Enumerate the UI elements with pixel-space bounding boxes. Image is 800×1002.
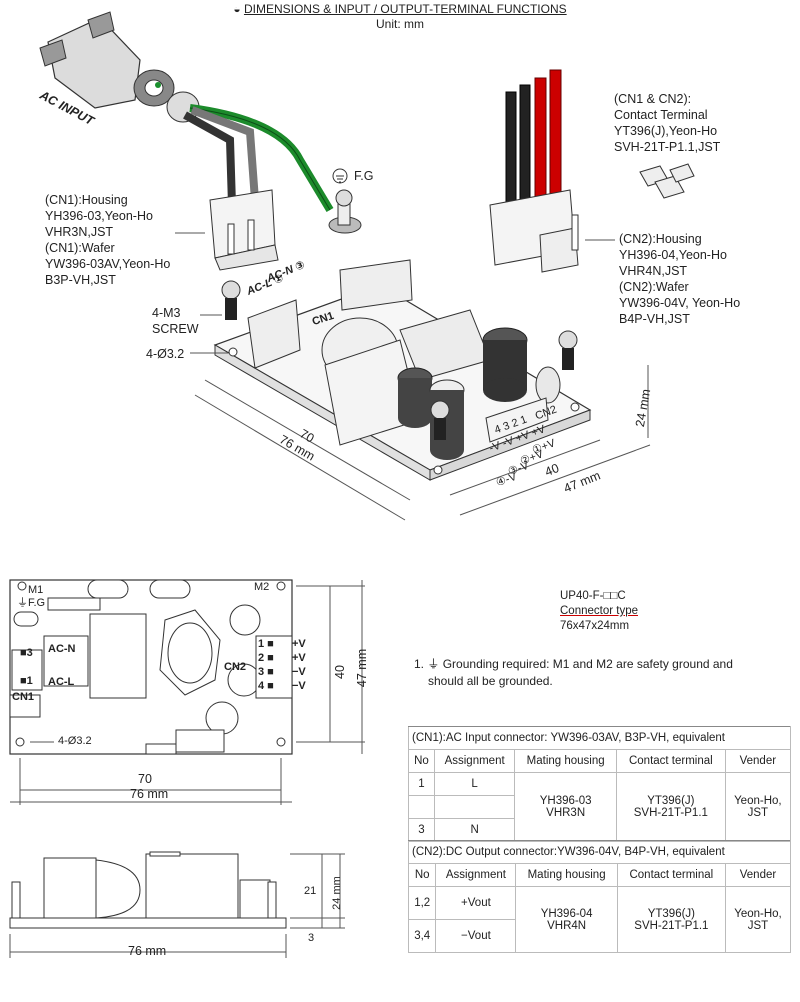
side-dim-76: 76 mm: [128, 944, 167, 958]
model-notes: UP40-F-□□C Connector type 76x47x24mm: [560, 589, 638, 634]
table-row: 3,4 −Vout: [407, 919, 791, 953]
page-header: ◒ DIMENSIONS & INPUT / OUTPUT-TERMINAL F…: [0, 2, 800, 31]
table-row: [408, 795, 791, 819]
top-dim-40: 40: [332, 665, 347, 679]
ground-icon: ⏚: [17, 597, 28, 609]
top-fg-label: F.G: [28, 597, 46, 609]
unit-label: Unit: mm: [376, 17, 424, 31]
m1-label: M1: [28, 584, 44, 596]
cn2-col-terminal: Contact terminal: [616, 863, 726, 887]
size-label: 76x47x24mm: [560, 620, 630, 632]
ac-plug-icon: [39, 11, 200, 123]
contact-terminal-icon: [639, 163, 695, 199]
side-dim-24: 24 mm: [330, 876, 343, 910]
top-dim-47: 47 mm: [355, 648, 370, 688]
cn1-spec-block: (CN1):Housing YH396-03,Yeon-Ho VHR3N,JST…: [45, 193, 171, 287]
cn2-col-housing: Mating housing: [515, 863, 618, 887]
cn2-col-assign: Assignment: [435, 863, 517, 887]
cn1-col-vender: Vender: [724, 749, 792, 773]
top-pin1-label: ■1: [20, 675, 33, 687]
top-ac-n-label: AC-N: [48, 643, 76, 655]
disc-icon: ◒: [233, 2, 241, 16]
cn1-col-no: No: [408, 749, 435, 773]
pcb-board-icon: [213, 259, 592, 481]
fg-terminal-icon: [328, 168, 362, 234]
iso-hole-label: 4-Ø3.2: [146, 347, 185, 361]
cn2-col-vender: Vender: [724, 863, 792, 887]
cn2-housing-icon: [489, 69, 579, 273]
cn2-table-title: (CN2):DC Output connector:YW396-04V, B4P…: [408, 840, 791, 864]
top-ac-l-label: AC-L: [48, 676, 75, 688]
side-view: [9, 851, 345, 958]
cn1-table-title: (CN1):AC Input connector: YW396-03AV, B3…: [408, 726, 791, 750]
connector-type-label: Connector type: [560, 605, 638, 617]
cn2-table: (CN2):DC Output connector:YW396-04V, B4P…: [407, 840, 792, 953]
m2-label: M2: [254, 581, 270, 593]
page-title: DIMENSIONS & INPUT / OUTPUT-TERMINAL FUN…: [243, 2, 567, 16]
cn1-col-terminal: Contact terminal: [616, 749, 726, 773]
grounding-note: 1. ⏚ Grounding required: M1 and M2 are s…: [414, 657, 733, 688]
contact-terminal-block: (CN1 & CN2): Contact Terminal YT396(J),Y…: [614, 92, 721, 154]
ground-icon: ⏚: [427, 657, 440, 671]
side-dim-3: 3: [308, 932, 315, 944]
top-pin3-label: ■3: [20, 647, 33, 659]
top-dim-70: 70: [138, 772, 152, 786]
cn1-housing-icon: [209, 189, 279, 271]
cn1-table: (CN1):AC Input connector: YW396-03AV, B3…: [408, 726, 792, 842]
top-cn2-label: CN2: [224, 661, 247, 673]
model-number: UP40-F-□□C: [560, 590, 626, 602]
cn1-col-housing: Mating housing: [514, 749, 618, 773]
cn1-col-assign: Assignment: [433, 749, 516, 773]
isometric-view: [39, 11, 695, 521]
top-dim-76: 76 mm: [130, 787, 169, 801]
top-cn1-label: CN1: [12, 691, 35, 703]
side-dim-21: 21: [304, 885, 317, 897]
cn2-col-no: No: [407, 863, 437, 887]
top-cn2-pins: 1 ■ 2 ■ 3 ■ 4 ■: [258, 638, 274, 692]
top-view: [9, 579, 365, 805]
top-cn2-signs: +V +V −V −V: [292, 638, 306, 692]
fg-label: F.G: [354, 169, 374, 183]
top-hole-label: 4-Ø3.2: [58, 735, 92, 747]
cn2-spec-block: (CN2):Housing YH396-04,Yeon-Ho VHR4N,JST…: [619, 232, 741, 326]
screw-label: 4-M3 SCREW: [152, 306, 199, 336]
